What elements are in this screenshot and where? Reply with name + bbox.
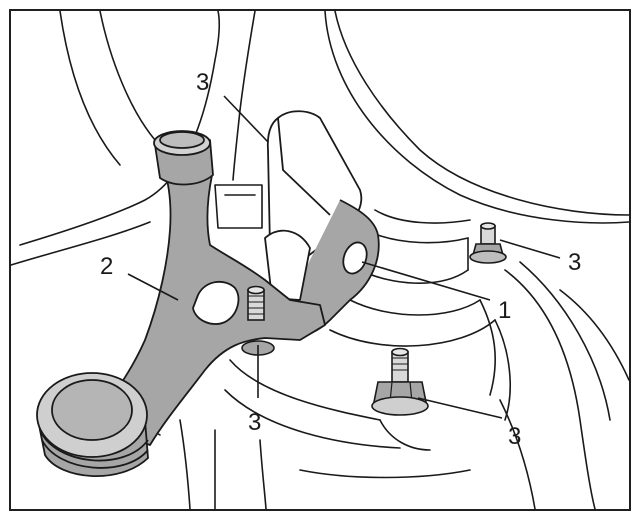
nut-right	[469, 222, 507, 264]
callout-3-bottom-left: 3	[248, 409, 261, 436]
mount-bolt-hole	[342, 241, 368, 275]
lower-bushing	[36, 372, 149, 477]
leader-1	[361, 261, 491, 301]
leader-lines	[127, 95, 561, 419]
leader-3-top	[223, 95, 269, 143]
torque-arm	[89, 130, 326, 446]
callout-3-top: 3	[196, 69, 209, 96]
leader-2	[127, 273, 179, 301]
nut-bottom	[371, 347, 429, 416]
callout-2: 2	[100, 253, 113, 280]
leader-3-bottom-right	[417, 397, 503, 419]
callout-3-right: 3	[568, 249, 581, 276]
callout-3-bottom-right: 3	[508, 423, 521, 450]
leader-3-right	[499, 239, 561, 259]
callout-1: 1	[498, 297, 511, 324]
